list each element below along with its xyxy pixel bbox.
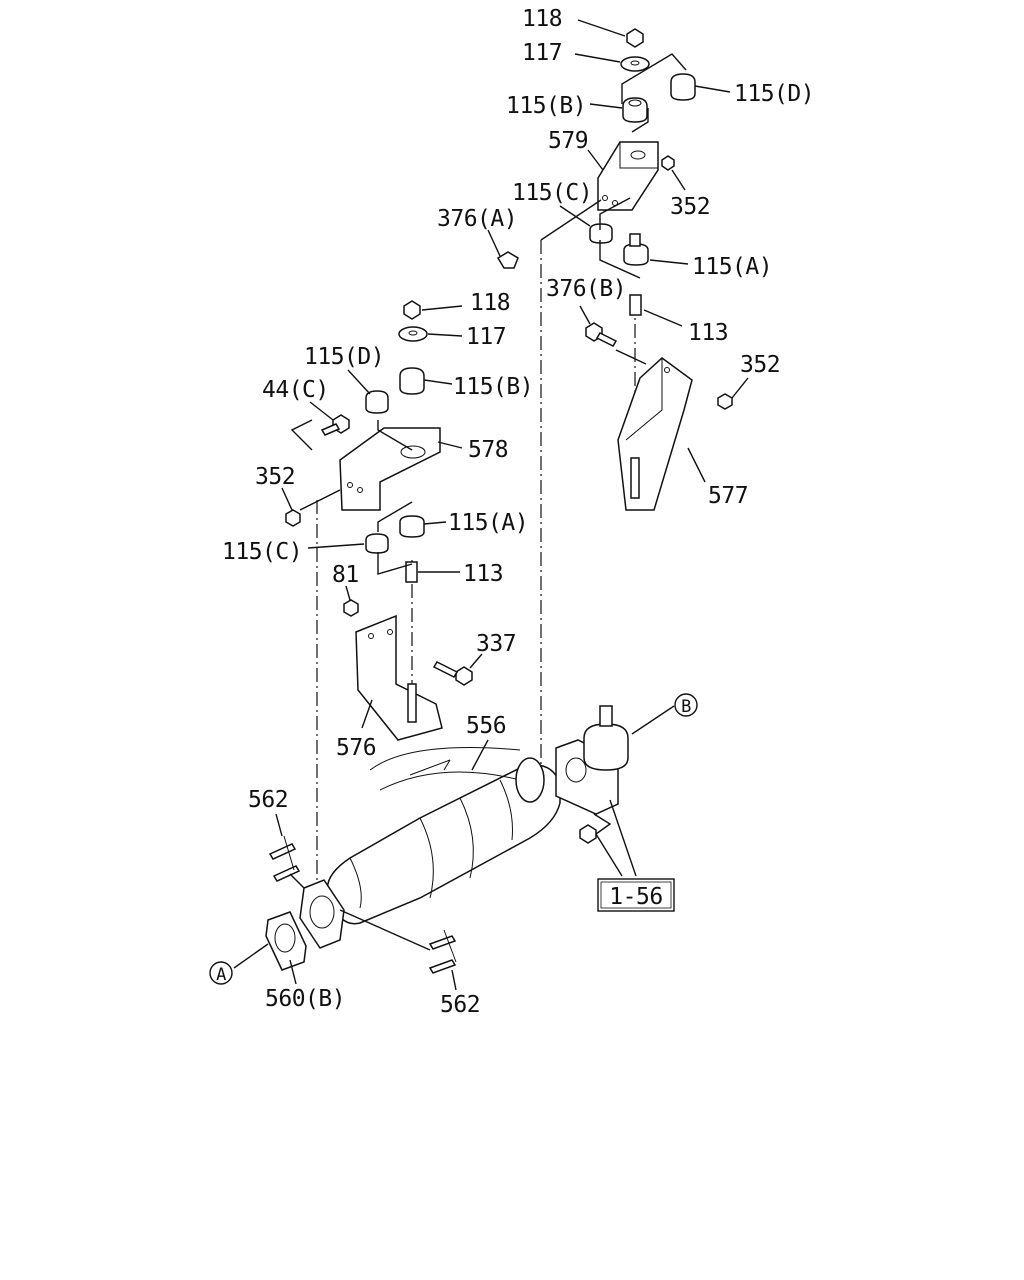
label-113-mid: 113 [463, 561, 503, 587]
nut-352-left [285, 509, 301, 527]
outlet-part [555, 705, 629, 844]
collar-113-mid [405, 561, 418, 583]
label-118-mid: 118 [470, 290, 510, 316]
label-562-bottom: 562 [440, 992, 480, 1018]
washer-117-mid [398, 326, 428, 342]
washer-117-top [620, 56, 650, 72]
cushion-115a-mid [399, 515, 425, 538]
label-576: 576 [336, 735, 376, 761]
ref-b-label: B [681, 697, 691, 717]
cushion-115b-mid [399, 367, 425, 395]
label-115a-top: 115(A) [692, 254, 772, 280]
catalytic-converter-556 [326, 747, 561, 925]
label-115d-mid: 115(D) [304, 344, 384, 370]
bolt-44c [320, 414, 350, 436]
reference-box-1-56: 1-56 [597, 878, 675, 912]
center-lines [316, 240, 636, 880]
nut-352-right [717, 393, 733, 410]
nut-352-top [661, 155, 675, 171]
studs-562-left [268, 835, 301, 882]
label-352-top: 352 [670, 194, 710, 220]
label-118-top: 118 [522, 6, 562, 32]
label-352-left: 352 [255, 464, 295, 490]
bolt-376b [585, 322, 618, 347]
label-115c-top: 115(C) [512, 180, 592, 206]
label-113-top: 113 [688, 320, 728, 346]
label-579: 579 [548, 128, 588, 154]
ref-1-56-label: 1-56 [609, 884, 662, 910]
bracket-576 [355, 614, 443, 741]
label-115b-mid: 115(B) [453, 374, 533, 400]
label-81: 81 [332, 562, 359, 588]
label-562-left: 562 [248, 787, 288, 813]
bracket-577 [617, 357, 693, 511]
cushion-115b-top [622, 97, 648, 123]
label-556: 556 [466, 713, 506, 739]
cushion-115a-top [623, 243, 649, 266]
label-117-top: 117 [522, 40, 562, 66]
label-117-mid: 117 [466, 324, 506, 350]
reference-marker-b: B [674, 693, 698, 717]
nut-81 [343, 599, 359, 617]
label-44c: 44(C) [262, 377, 329, 403]
gasket-560b [265, 911, 307, 971]
lower-mount-assembly [285, 300, 473, 741]
bracket-578 [339, 427, 441, 511]
collar-113-top [629, 294, 642, 316]
cushion-115c-top [589, 223, 613, 244]
studs-562-bottom [428, 929, 457, 974]
cushion-115d-mid [365, 390, 389, 414]
cushion-115c-mid [365, 533, 389, 554]
leader-lines [233, 19, 749, 991]
clip-376a [496, 251, 519, 269]
label-337: 337 [476, 631, 516, 657]
bolt-337 [432, 661, 473, 686]
label-376b: 376(B) [546, 276, 626, 302]
label-115a-mid: 115(A) [448, 510, 528, 536]
label-578: 578 [468, 437, 508, 463]
label-560b: 560(B) [265, 986, 345, 1012]
reference-marker-a: A [209, 961, 233, 985]
label-376a: 376(A) [437, 206, 517, 232]
nut-118-mid [403, 300, 421, 320]
ref-a-label: A [216, 965, 226, 985]
upper-mount-assembly [496, 28, 733, 511]
label-577: 577 [708, 483, 748, 509]
label-115d-top: 115(D) [734, 81, 814, 107]
nut-118-top [626, 28, 644, 48]
label-352-right: 352 [740, 352, 780, 378]
label-115b-top: 115(B) [506, 93, 586, 119]
cushion-115d-top [670, 73, 696, 101]
label-115c-mid: 115(C) [222, 539, 302, 565]
inlet-flange [299, 879, 345, 949]
part-labels: 118 117 115(B) 115(D) 579 115(C) 352 376… [222, 6, 815, 1018]
